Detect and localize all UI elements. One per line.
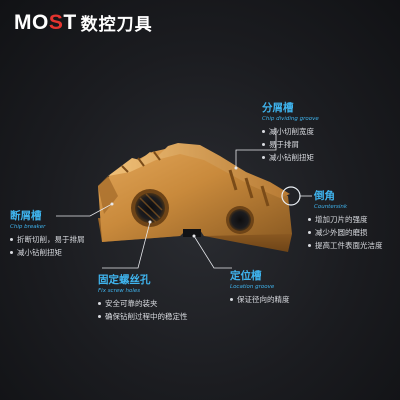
callout-fix-screw-holes: 固定螺丝孔 Fix screw holes 安全可靠的装夹 确保钻削过程中的稳定… (98, 272, 188, 323)
leader-fix-screw (102, 221, 151, 269)
callout-subtitle: Countersink (314, 204, 348, 210)
callout-item: 减小钻削扭矩 (262, 151, 319, 164)
leader-location-groove (193, 235, 232, 269)
callout-item: 安全可靠的装夹 (98, 297, 188, 310)
callout-chip-breaker: 断屑槽 Chip breaker 折断切削，易于排屑 减小钻削扭矩 (10, 208, 85, 259)
screw-thread-icon (137, 193, 163, 223)
callout-subtitle: Chip breaker (10, 224, 46, 230)
callout-item: 易于排屑 (262, 138, 319, 151)
brand: MOST 数控刀具 (14, 10, 153, 36)
callout-subtitle: Chip dividing groove (262, 116, 319, 122)
leader-dot (110, 202, 114, 206)
leader-dot (148, 220, 152, 224)
callout-subtitle: Fix screw holes (98, 288, 141, 294)
callout-title: 断屑槽 (10, 210, 42, 222)
brand-name: 数控刀具 (80, 15, 153, 35)
callout-subtitle: Location groove (230, 284, 275, 290)
leader-chip-breaker (56, 203, 113, 217)
callout-item: 提高工件表面光洁度 (308, 239, 383, 252)
brand-logo: MOST (14, 10, 77, 34)
callout-chip-dividing-groove: 分屑槽 Chip dividing groove 减小切削宽度 易于排屑 减小钻… (262, 100, 319, 164)
callout-item: 增加刀片的强度 (308, 213, 383, 226)
callout-item: 保证径向的精度 (230, 293, 290, 306)
callout-item: 减小钻削扭矩 (10, 246, 85, 259)
callout-item: 折断切削，易于排屑 (10, 233, 85, 246)
callout-item: 减少外圆的磨损 (308, 226, 383, 239)
chip-dividing-groove (260, 185, 270, 207)
leader-dot (234, 166, 238, 170)
insert-cutting-edge (108, 143, 290, 198)
callout-item: 减小切削宽度 (262, 125, 319, 138)
callout-location-groove: 定位槽 Location groove 保证径向的精度 (230, 268, 290, 306)
callout-item: 确保钻削过程中的稳定性 (98, 310, 188, 323)
callout-countersink: 倒角 Countersink 增加刀片的强度 减少外圆的磨损 提高工件表面光洁度 (314, 188, 383, 252)
callout-title: 倒角 (314, 190, 335, 202)
screw-hole-right (229, 209, 251, 231)
chip-dividing-groove (228, 169, 238, 191)
leader-dot (192, 234, 196, 238)
chip-dividing-groove (244, 177, 254, 199)
callout-title: 固定螺丝孔 (98, 274, 151, 286)
chip-groove-mark (153, 151, 161, 161)
callout-title: 定位槽 (230, 270, 262, 282)
chip-groove-mark (121, 165, 129, 173)
callout-title: 分屑槽 (262, 102, 294, 114)
chip-groove-mark (137, 157, 145, 167)
chip-breaker (98, 176, 118, 214)
location-groove-notch (183, 229, 201, 237)
